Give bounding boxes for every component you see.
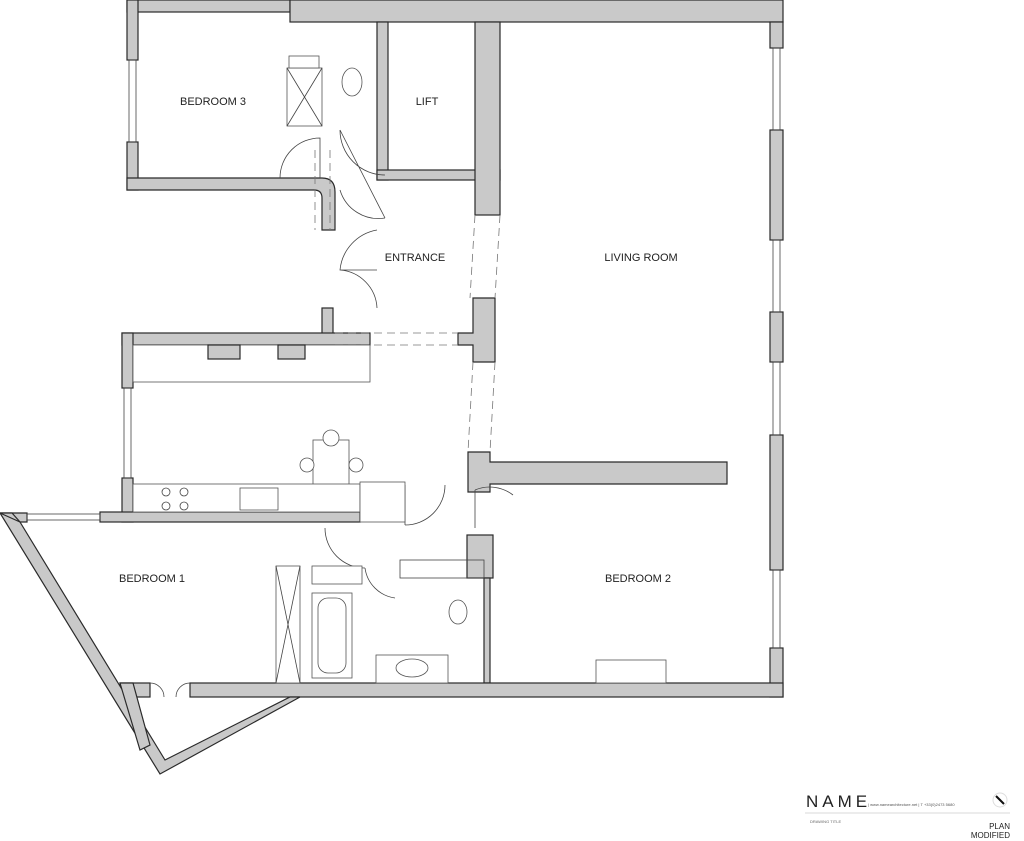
living-column [474,21,501,216]
top-wall-bedroom3 [126,0,291,13]
kitchen-top-wall [121,332,371,346]
drawing-title-line1: PLAN [989,822,1010,831]
column [457,297,496,363]
bedroom1-corner [0,512,21,523]
lift-left-wall [376,21,389,181]
bathroom-wall [483,577,491,684]
kitchen-bottom-wall [99,511,361,523]
column [466,534,494,579]
windows [26,47,781,649]
balcony-wall [119,682,151,751]
bedroom3-bottom-wall [126,177,336,231]
top-wall [289,0,784,23]
furniture [132,55,667,684]
north-arrow-icon [992,792,1008,808]
drawing-title-line2: MODIFIED [970,831,1010,840]
walls [0,0,784,775]
kitchen-left-wall [121,332,134,389]
right-wall-seg [769,129,784,241]
room-label-living-room: LIVING ROOM [604,252,677,264]
doors [149,129,514,698]
bedroom3-left-wall [126,0,139,61]
room-label-entrance: ENTRANCE [385,252,446,264]
middle-wall [467,451,728,493]
bedroom1-outer-wall [0,512,301,775]
drawing-title-label: DRAWING TITLE [810,819,842,824]
logo: NAME [806,792,872,811]
right-wall-seg [769,434,784,571]
room-label-bedroom1: BEDROOM 1 [119,573,185,585]
right-wall-seg [769,311,784,363]
room-labels: BEDROOM 3 LIFT ENTRANCE LIVING ROOM BEDR… [119,96,678,585]
room-label-bedroom3: BEDROOM 3 [180,96,246,108]
contact-info: | www.namearchitecture.net | T +33(0)247… [868,802,955,807]
right-wall-top [769,21,784,49]
room-label-bedroom2: BEDROOM 2 [605,573,671,585]
bottom-wall [189,682,784,698]
room-label-lift: LIFT [416,96,439,108]
